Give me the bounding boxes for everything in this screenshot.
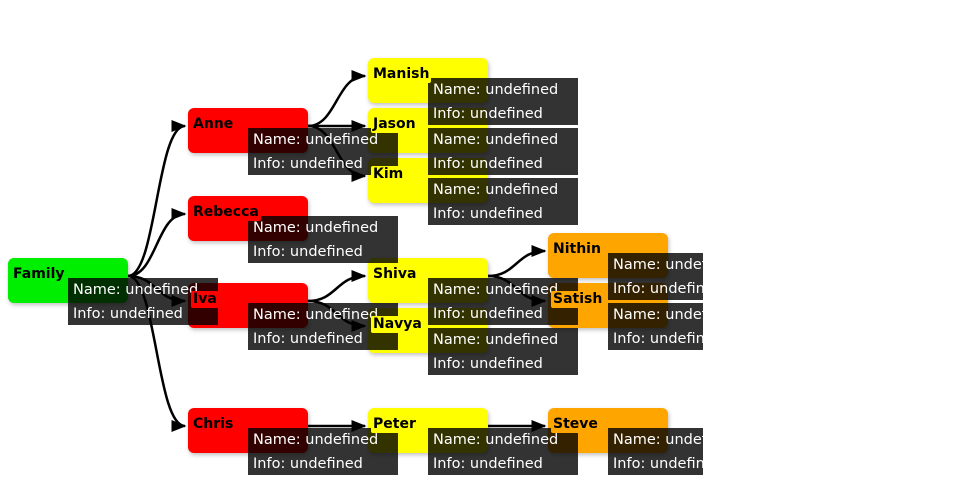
tooltip-info: Info: undefined [433,456,543,472]
link-family-anne [127,120,187,278]
tooltip-info: Info: undefined [253,244,363,260]
tooltip-info: Info: undefined [613,281,703,297]
tooltip-name: Name: undefined [253,432,379,448]
tooltip-name: Name: undefined [253,132,379,148]
node-label: Steve [551,416,600,433]
tooltip-info: Info: undefined [253,331,363,347]
tooltip-name: Name: undefined [613,432,703,448]
tooltip-info: Info: undefined [433,206,543,222]
tooltip-name: Name: undefined [613,307,703,323]
tooltip-name: Name: undefined [433,332,559,348]
tooltip-name: Name: undefined [253,220,379,236]
tooltip-info: Info: undefined [253,456,363,472]
node-label: Rebecca [191,204,261,221]
tooltip-info: Info: undefined [613,331,703,347]
tooltip-info: Info: undefined [433,306,543,322]
node-label: Nithin [551,241,603,258]
node-label: Chris [191,416,236,433]
tooltip-name: Name: undefined [253,307,379,323]
link-shiva-nithin [487,245,547,278]
node-label: Peter [371,416,418,433]
node-label: Anne [191,116,236,133]
tooltip-name: Name: undefined [433,132,559,148]
tooltip-info: Info: undefined [73,306,183,322]
link-family-rebecca [127,208,187,278]
tooltip-name: Name: undefined [433,432,559,448]
node-label: Navya [371,316,424,333]
node-label: Family [11,266,67,283]
node-label: Shiva [371,266,419,283]
tooltip-name: Name: undefined [433,282,559,298]
tooltip-name: Name: undefined [433,182,559,198]
tooltip-info: Info: undefined [613,456,703,472]
link-anne-manish [307,70,367,128]
node-label: Iva [191,291,219,308]
tooltip-name: Name: undefined [613,257,703,273]
tooltip-name: Name: undefined [433,82,559,98]
tooltip-info: Info: undefined [433,356,543,372]
tooltip-name: Name: undefined [73,282,199,298]
link-iva-shiva [307,270,367,303]
tooltip-info: Info: undefined [433,156,543,172]
tooltip-info: Info: undefined [253,156,363,172]
node-label: Kim [371,166,406,183]
node-label: Manish [371,66,432,83]
node-label: Jason [371,116,418,133]
node-label: Satish [551,291,605,308]
tooltip-info: Info: undefined [433,106,543,122]
